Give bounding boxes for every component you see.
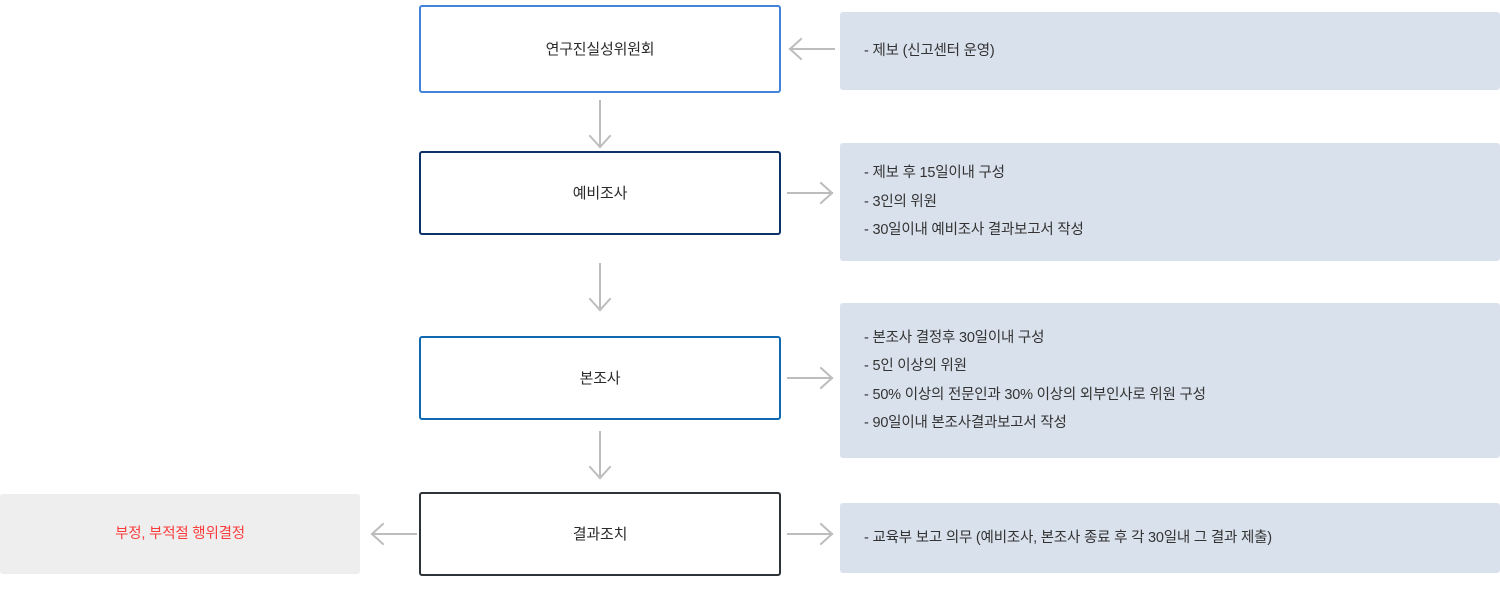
arrow-right-icon-step4-to-note4 [786,515,836,553]
process-box-step-2-label: 예비조사 [572,184,628,202]
process-box-step-1[interactable]: 연구진실성위원회 [419,5,781,93]
note-line: - 교육부 보고 의무 (예비조사, 본조사 종료 후 각 30일내 그 결과 … [864,529,1272,546]
arrow-right-icon-step2-to-note2 [786,174,836,212]
note-line: - 5인 이상의 위원 [864,358,967,375]
process-box-step-4-label: 결과조치 [572,525,628,543]
note-line: - 90일이내 본조사결과보고서 작성 [864,414,1067,431]
process-box-step-1-label: 연구진실성위원회 [545,40,655,58]
note-line: - 제보 (신고센터 운영) [864,42,995,59]
outcome-panel-label: 부정, 부적절 행위결정 [115,525,245,542]
arrow-left-icon-note1-to-step1 [786,30,836,68]
note-line: - 30일이내 예비조사 결과보고서 작성 [864,222,1084,239]
process-box-step-3-label: 본조사 [579,369,621,387]
arrow-left-icon-step4-to-outcome [368,515,418,553]
note-line: - 50% 이상의 전문인과 30% 이상의 외부인사로 위원 구성 [864,386,1206,403]
process-box-step-2[interactable]: 예비조사 [419,151,781,235]
note-line: - 3인의 위원 [864,193,937,210]
note-line: - 제보 후 15일이내 구성 [864,165,1005,182]
note-panel-4: - 교육부 보고 의무 (예비조사, 본조사 종료 후 각 30일내 그 결과 … [840,503,1500,573]
arrow-down-icon-step1-to-step2 [580,99,620,151]
outcome-panel: 부정, 부적절 행위결정 [0,494,360,574]
arrow-right-icon-step3-to-note3 [786,359,836,397]
arrow-down-icon-step3-to-step4 [580,430,620,482]
note-line: - 본조사 결정후 30일이내 구성 [864,329,1045,346]
note-panel-1: - 제보 (신고센터 운영) [840,12,1500,90]
note-panel-2: - 제보 후 15일이내 구성 - 3인의 위원 - 30일이내 예비조사 결과… [840,143,1500,261]
arrow-down-icon-step2-to-step3 [580,262,620,314]
process-box-step-3[interactable]: 본조사 [419,336,781,420]
note-panel-3: - 본조사 결정후 30일이내 구성 - 5인 이상의 위원 - 50% 이상의… [840,303,1500,458]
process-box-step-4[interactable]: 결과조치 [419,492,781,576]
